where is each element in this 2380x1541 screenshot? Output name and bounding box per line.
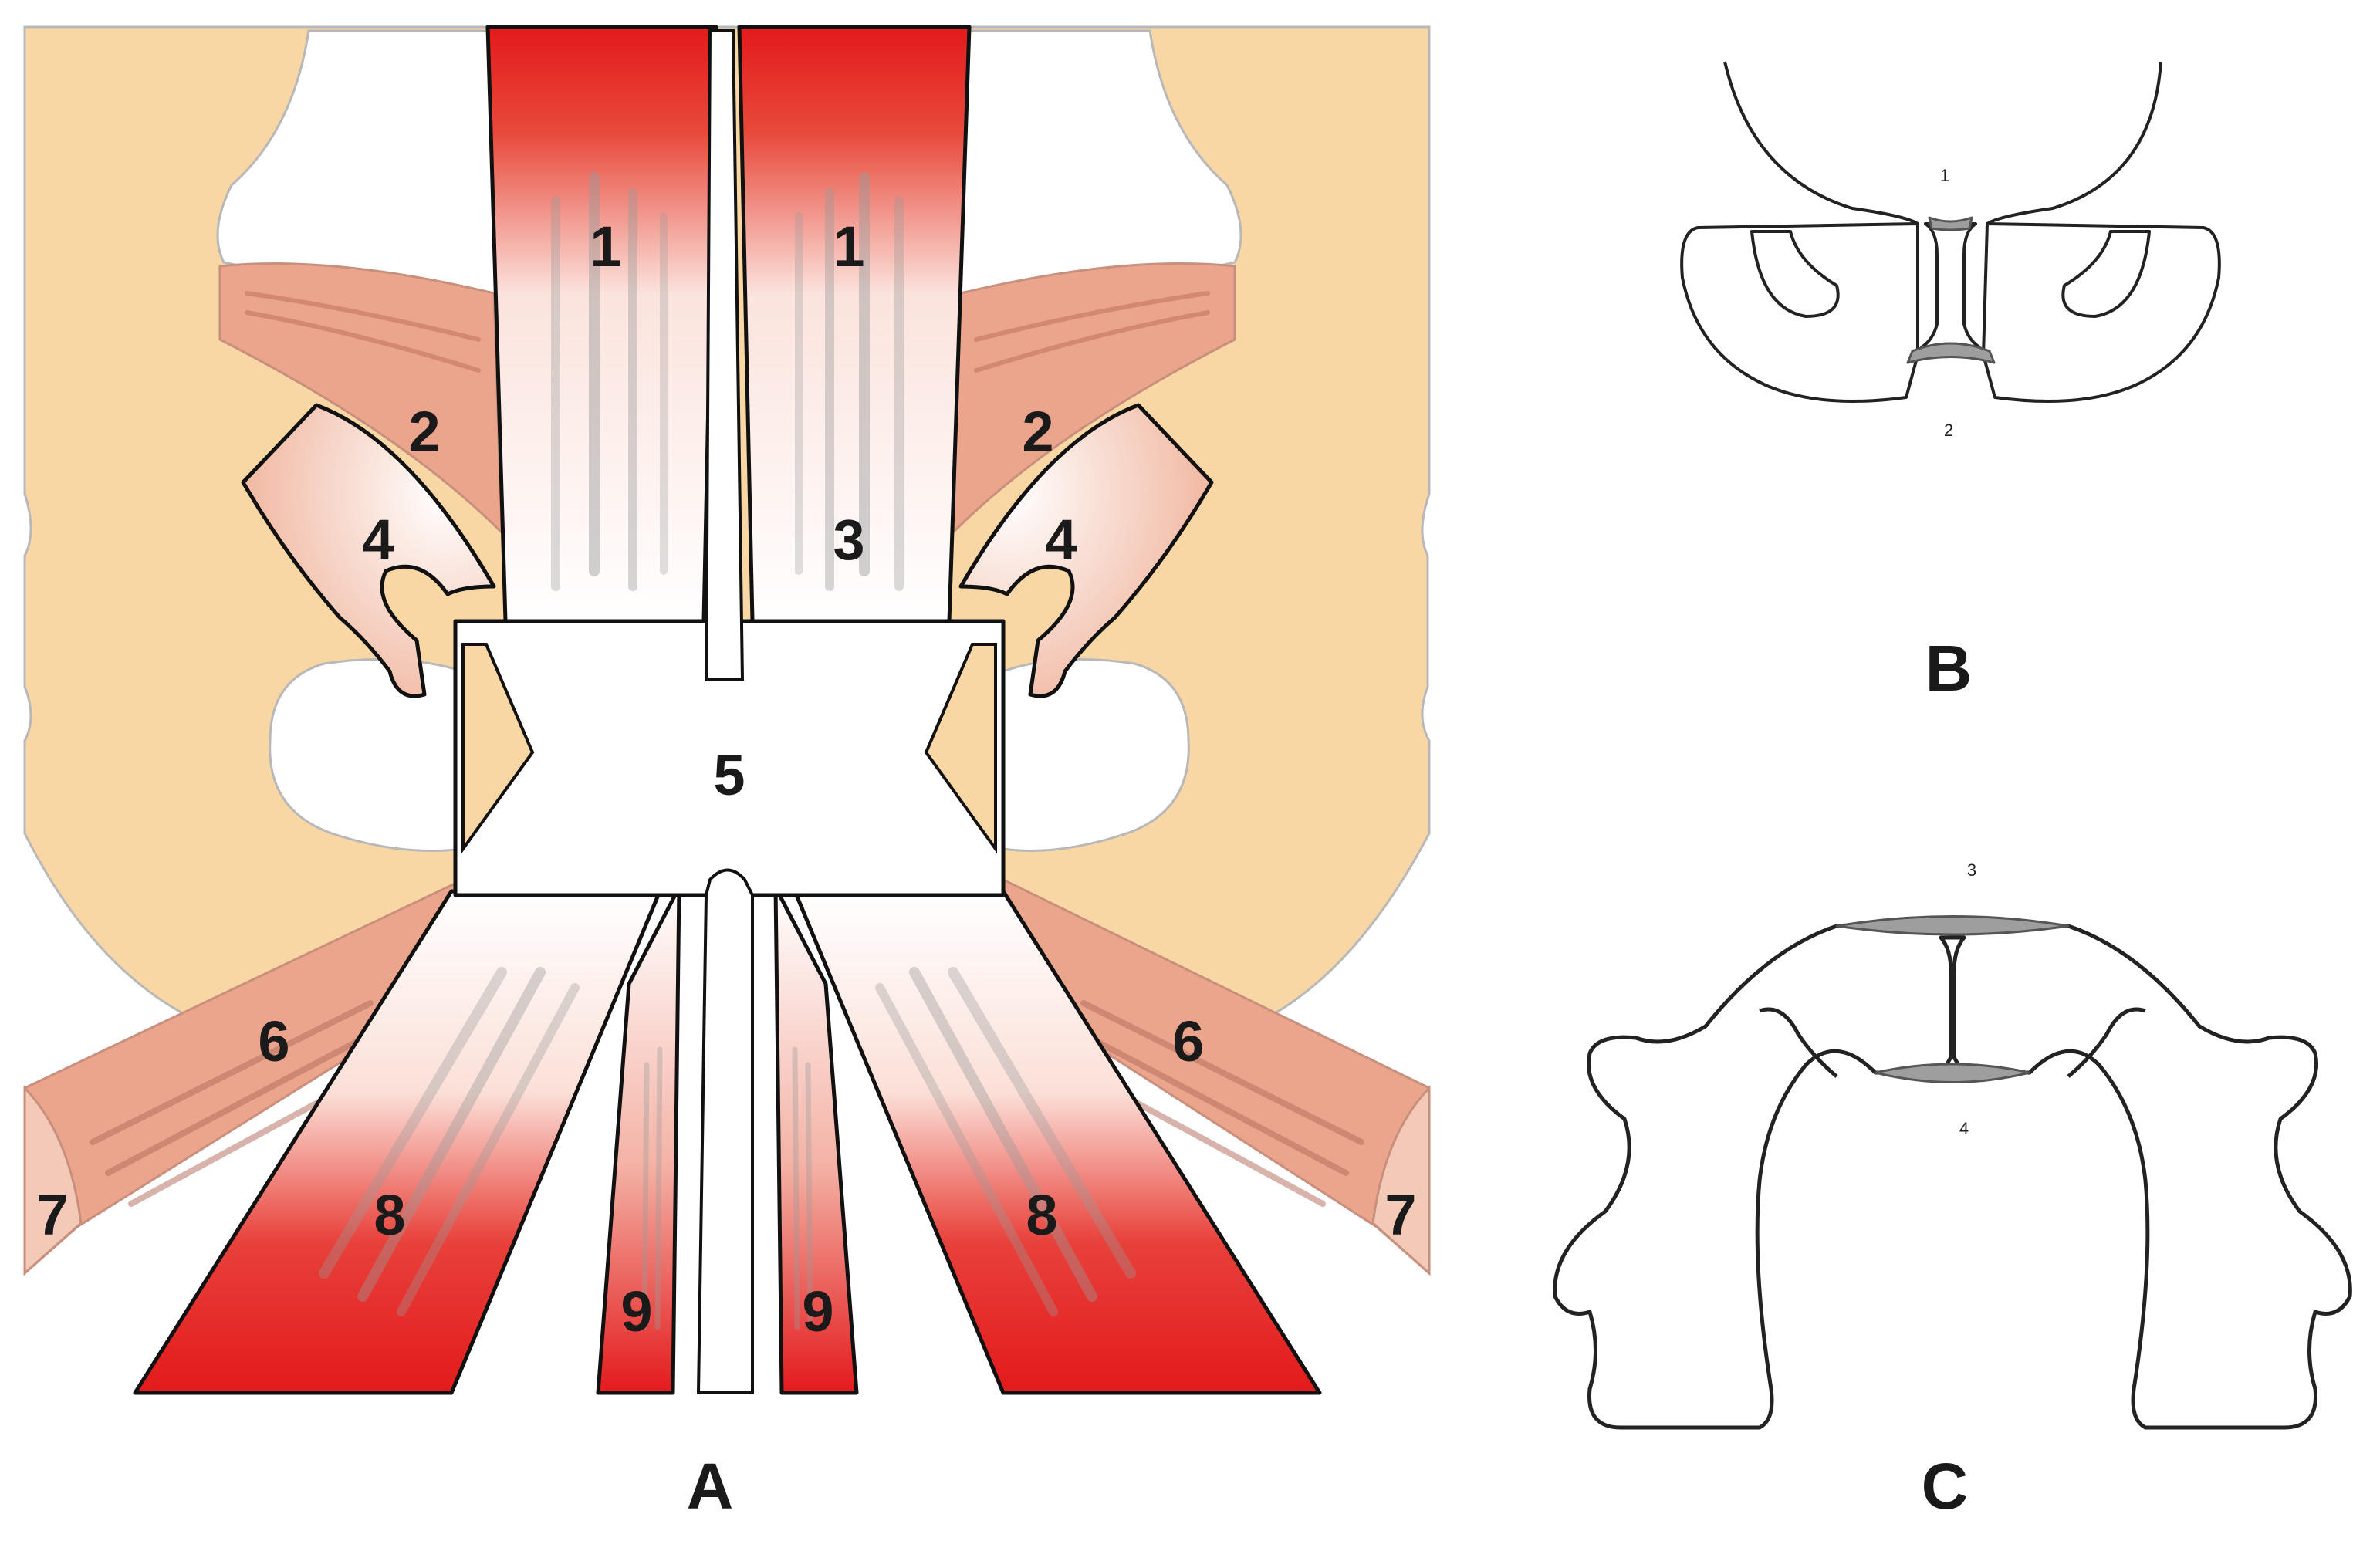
panel-c-diagram — [1553, 915, 2352, 1430]
upper-midline-gap — [704, 29, 745, 681]
label-8-right: 8 — [1026, 1183, 1057, 1247]
label-7-left: 7 — [36, 1183, 68, 1247]
label-1-right: 1 — [833, 215, 864, 279]
structure-2-left — [218, 262, 503, 536]
panel-b-central-column — [1920, 222, 1981, 349]
panel-b-disc-lower — [1906, 342, 1996, 364]
muscle-1-left — [485, 25, 718, 623]
structure-7-left — [23, 1085, 83, 1276]
lower-midline-gap — [696, 868, 754, 1394]
label-1-left: 1 — [590, 215, 621, 279]
label-3: 3 — [833, 508, 864, 572]
muscle-9-fibers — [641, 1046, 813, 1330]
panel-b-right-loop — [2061, 230, 2151, 318]
label-6-right: 6 — [1172, 1009, 1204, 1073]
muscle-9-right — [773, 885, 859, 1395]
panel-b-left-loop — [1750, 230, 1840, 318]
muscle-9-left — [596, 885, 681, 1395]
panel-b-diagram — [1680, 61, 2221, 403]
muscle-8-fibers — [319, 967, 1136, 1316]
label-9-right: 9 — [802, 1279, 833, 1343]
label-4-right: 4 — [1045, 508, 1077, 572]
panel-a-labels: 1 1 2 2 3 4 4 5 6 6 7 7 8 8 9 9 — [36, 215, 1416, 1343]
panel-b-small-label-top: 1 — [1940, 166, 1949, 185]
panel-label-b: B — [1925, 632, 1973, 705]
muscle-1-fibers — [551, 172, 904, 591]
panel-c-disc-lower — [1874, 1063, 2031, 1083]
panel-a-diagram: 1 1 2 2 3 4 4 5 6 6 7 7 8 8 9 9 A — [23, 25, 1431, 1522]
label-8-left: 8 — [374, 1183, 405, 1247]
central-body-right-notch — [924, 643, 997, 854]
panel-label-a: A — [687, 1450, 734, 1522]
label-9-left: 9 — [620, 1279, 652, 1343]
panel-b-upper-arch — [1723, 61, 2162, 225]
central-body-left-notch — [461, 643, 535, 854]
right-upper-foramen — [955, 29, 1242, 326]
label-2-right: 2 — [1022, 400, 1053, 464]
label-7-right: 7 — [1384, 1183, 1416, 1247]
panel-b-body — [1680, 222, 2221, 403]
panel-c-small-label-bottom: 4 — [1959, 1119, 1969, 1138]
structure-2-fibers — [245, 291, 1210, 373]
panel-c-small-label-top: 3 — [1967, 860, 1976, 880]
label-5: 5 — [713, 743, 745, 807]
label-4-left: 4 — [362, 508, 394, 572]
central-body-5 — [453, 29, 1006, 1394]
label-2-left: 2 — [408, 400, 440, 464]
label-6-left: 6 — [258, 1009, 289, 1073]
structure-2-right — [952, 262, 1236, 536]
panel-label-c: C — [1922, 1450, 1969, 1522]
panel-c-left-bump — [1759, 1007, 1838, 1078]
panel-b-small-label-bottom: 2 — [1944, 421, 1953, 440]
left-upper-foramen — [216, 29, 503, 326]
panel-c-disc-upper — [1835, 915, 2070, 936]
panel-c-right-bump — [2067, 1007, 2146, 1078]
structure-4-right — [958, 403, 1214, 698]
panel-b-disc-upper — [1928, 216, 1973, 231]
structure-7-right — [1371, 1085, 1431, 1276]
structure-4-left — [241, 403, 496, 698]
